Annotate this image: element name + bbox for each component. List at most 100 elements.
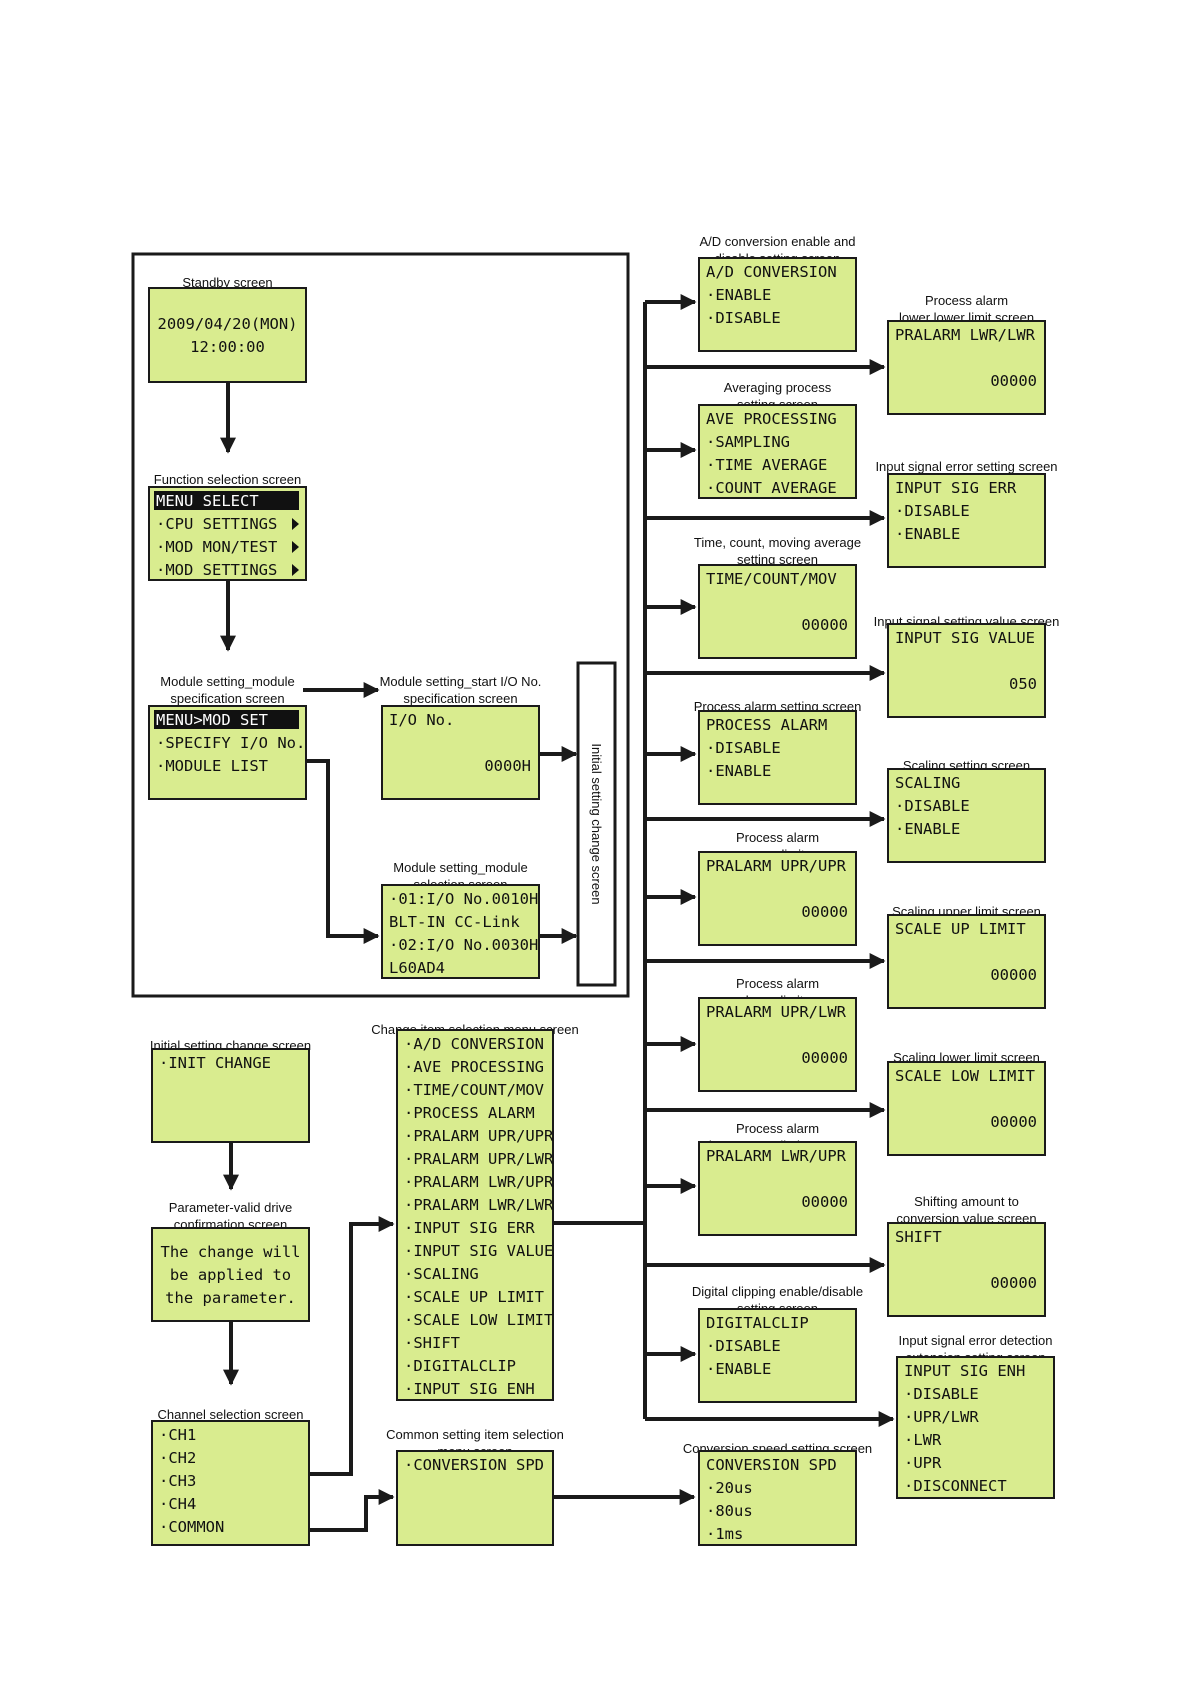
lcd-panel — [151, 1420, 310, 1546]
connector-arrow — [306, 759, 380, 944]
lcd-line: 00000 — [801, 1049, 848, 1067]
lcd-line: ·A/D CONVERSION — [404, 1035, 544, 1053]
lcd-line: ·INPUT SIG ERR — [404, 1219, 535, 1237]
lcd-line: ·ENABLE — [895, 525, 960, 543]
lcd-line: ·PRALARM UPR/UPR — [404, 1127, 554, 1145]
averaging-screen: Averaging processsetting screenAVE PROCE… — [698, 380, 857, 499]
pralarm-upr-upr-screen: Process alarmupper upper limit screenPRA… — [698, 830, 857, 946]
lcd-line: PROCESS ALARM — [706, 716, 827, 734]
lcd-line: PRALARM UPR/UPR — [706, 857, 847, 875]
lcd-line: ·INPUT SIG ENH — [404, 1380, 535, 1398]
lcd-line: SCALING — [895, 774, 960, 792]
screen-caption: Process alarm — [736, 976, 819, 991]
lcd-line: MENU SELECT — [156, 492, 259, 510]
lcd-panel — [151, 1048, 310, 1143]
lcd-panel — [151, 1227, 310, 1322]
lcd-line: ·PRALARM LWR/UPR — [404, 1173, 554, 1191]
lcd-line: ·PRALARM LWR/LWR — [404, 1196, 554, 1214]
lcd-screens: Standby screen 2009/04/20(MON) 12:00:00Fun… — [148, 234, 1059, 1546]
lcd-line: INPUT SIG VALUE — [895, 629, 1035, 647]
lcd-line: PRALARM LWR/LWR — [895, 326, 1036, 344]
lcd-line: SHIFT — [895, 1228, 942, 1246]
screen-caption: Function selection screen — [154, 472, 301, 487]
lcd-line: 00000 — [990, 1113, 1037, 1131]
lcd-line: 00000 — [801, 903, 848, 921]
lcd-line: ·MODULE LIST — [156, 757, 268, 775]
lcd-line: ·LWR — [904, 1431, 942, 1449]
lcd-line: ·ENABLE — [895, 820, 960, 838]
lcd-line: ·MOD SETTINGS — [156, 561, 277, 579]
lcd-panel — [698, 404, 857, 499]
lcd-line: 00000 — [990, 966, 1037, 984]
lcd-line: ·SPECIFY I/O No. — [156, 734, 305, 752]
lcd-line: 050 — [1009, 675, 1037, 693]
lcd-line: ·01:I/O No.0010H — [389, 890, 538, 908]
lcd-line: DIGITALCLIP — [706, 1314, 809, 1332]
screen-caption: Process alarm — [736, 830, 819, 845]
lcd-line: 00000 — [990, 372, 1037, 390]
lcd-line: ·SCALE UP LIMIT — [404, 1288, 544, 1306]
lcd-panel — [698, 1308, 857, 1403]
scaling-screen: Scaling setting screenSCALING·DISABLE·EN… — [887, 758, 1046, 863]
lcd-line: ·ENABLE — [706, 762, 771, 780]
lcd-line: ·UPR — [904, 1454, 942, 1472]
submenu-arrow-icon — [292, 541, 299, 553]
screen-caption: Module setting_module — [393, 860, 527, 875]
ad-conversion-screen: A/D conversion enable anddisable setting… — [698, 234, 857, 352]
connector-lines — [220, 294, 895, 1532]
lcd-line: INPUT SIG ENH — [904, 1362, 1025, 1380]
screen-caption: Standby screen — [182, 275, 272, 290]
lcd-line: BLT-IN CC-Link — [389, 913, 520, 931]
screen-caption: Process alarm — [925, 293, 1008, 308]
common-menu-screen: Common setting item selectionmenu screen… — [386, 1427, 564, 1546]
lcd-line: ·CPU SETTINGS — [156, 515, 277, 533]
lcd-line: 2009/04/20(MON) — [158, 315, 298, 333]
lcd-line: ·20us — [706, 1479, 753, 1497]
submenu-arrow-icon — [292, 564, 299, 576]
lcd-panel — [896, 1356, 1055, 1499]
lcd-line: ·TIME/COUNT/MOV — [404, 1081, 544, 1099]
lcd-panel — [396, 1450, 554, 1546]
lcd-line: INPUT SIG ERR — [895, 479, 1017, 497]
screen-caption: Process alarm — [736, 1121, 819, 1136]
screen-caption: Input signal error setting screen — [875, 459, 1057, 474]
screen-caption: specification screen — [403, 691, 517, 706]
lcd-line: SCALE LOW LIMIT — [895, 1067, 1035, 1085]
screen-caption: Digital clipping enable/disable — [692, 1284, 863, 1299]
lcd-line: ·1ms — [706, 1525, 743, 1543]
lcd-panel — [698, 1450, 857, 1546]
lcd-line: PRALARM UPR/LWR — [706, 1003, 847, 1021]
lcd-line: ·TIME AVERAGE — [706, 456, 827, 474]
lcd-line: ·CH1 — [159, 1426, 196, 1444]
lcd-line: PRALARM LWR/UPR — [706, 1147, 847, 1165]
lcd-panel — [887, 768, 1046, 863]
lcd-line: ·CH3 — [159, 1472, 196, 1490]
lcd-line: ·PROCESS ALARM — [404, 1104, 535, 1122]
lcd-line: ·MOD MON/TEST — [156, 538, 277, 556]
standby-screen: Standby screen 2009/04/20(MON) 12:00:00 — [148, 275, 307, 383]
lcd-line: ·CONVERSION SPD — [404, 1456, 544, 1474]
lcd-panel — [698, 564, 857, 659]
lcd-panel — [887, 914, 1046, 1009]
lcd-line: 12:00:00 — [190, 338, 265, 356]
lcd-line: ·02:I/O No.0030H — [389, 936, 538, 954]
lcd-panel — [698, 997, 857, 1092]
screen-caption: A/D conversion enable and — [699, 234, 855, 249]
input-sig-enh-screen: Input signal error detectionextension se… — [896, 1333, 1055, 1499]
lcd-line: ·DISABLE — [904, 1385, 979, 1403]
initial-setting-change-bar — [576, 661, 617, 987]
lcd-line: 00000 — [801, 616, 848, 634]
lcd-line: I/O No. — [389, 711, 454, 729]
lcd-panel — [887, 320, 1046, 415]
lcd-line: ·SCALING — [404, 1265, 479, 1283]
connector-arrow — [309, 1489, 395, 1532]
lcd-line: CONVERSION SPD — [706, 1456, 837, 1474]
lcd-line: be applied to — [170, 1266, 291, 1284]
screen-caption: Module setting_module — [160, 674, 294, 689]
